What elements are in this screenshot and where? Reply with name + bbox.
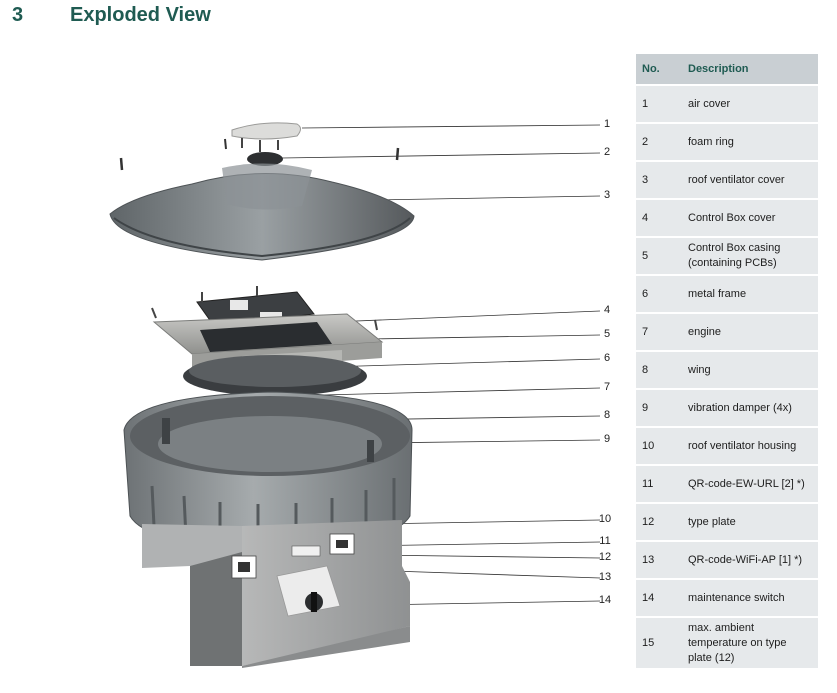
callout-label: 1 — [603, 118, 611, 130]
row-description: roof ventilator cover — [682, 162, 818, 198]
roof-ventilator-housing — [123, 391, 413, 551]
base-unit — [142, 520, 410, 668]
row-description: metal frame — [682, 276, 818, 312]
row-no: 10 — [636, 428, 682, 464]
exploded-view-drawing — [109, 122, 601, 668]
row-description: engine — [682, 314, 818, 350]
exploded-view-illustration: 1 2 3 4 5 6 7 8 9 10 11 12 13 14 — [92, 46, 630, 674]
callout-label: 8 — [603, 409, 611, 421]
row-no: 8 — [636, 352, 682, 388]
row-no: 15 — [636, 618, 682, 668]
row-description: maintenance switch — [682, 580, 818, 616]
row-description: Control Box casing (containing PCBs) — [682, 238, 818, 274]
row-description: QR-code-EW-URL [2] *) — [682, 466, 818, 502]
row-no: 3 — [636, 162, 682, 198]
row-description: foam ring — [682, 124, 818, 160]
callout-label: 7 — [603, 381, 611, 393]
row-no: 6 — [636, 276, 682, 312]
row-no: 12 — [636, 504, 682, 540]
row-no: 7 — [636, 314, 682, 350]
row-description: vibration damper (4x) — [682, 390, 818, 426]
callout-label: 14 — [598, 594, 612, 606]
section-number: 3 — [12, 4, 24, 26]
callout-label: 13 — [598, 571, 612, 583]
row-no: 5 — [636, 238, 682, 274]
row-description: air cover — [682, 86, 818, 122]
air-cover — [224, 122, 301, 152]
row-description: type plate — [682, 504, 818, 540]
row-no: 4 — [636, 200, 682, 236]
row-no: 9 — [636, 390, 682, 426]
callout-label: 3 — [603, 189, 611, 201]
callout-label: 4 — [603, 304, 611, 316]
row-description: Control Box cover — [682, 200, 818, 236]
row-description: roof ventilator housing — [682, 428, 818, 464]
callout-label: 5 — [603, 328, 611, 340]
row-no: 1 — [636, 86, 682, 122]
section-title: Exploded View — [70, 4, 211, 26]
callout-label: 6 — [603, 352, 611, 364]
table-header-row: No. Description — [636, 54, 818, 84]
row-description: QR-code-WiFi-AP [1] *) — [682, 542, 818, 578]
callout-label: 11 — [599, 535, 611, 547]
row-no: 2 — [636, 124, 682, 160]
header-description: Description — [682, 54, 818, 84]
callout-label: 10 — [598, 513, 612, 525]
callout-label: 9 — [603, 433, 611, 445]
foam-ring — [247, 152, 283, 166]
callout-label: 2 — [603, 146, 611, 158]
row-no: 13 — [636, 542, 682, 578]
callout-label: 12 — [598, 551, 612, 563]
row-no: 14 — [636, 580, 682, 616]
row-description: max. ambient temperature on type plate (… — [682, 618, 818, 668]
header-no: No. — [636, 54, 682, 84]
row-description: wing — [682, 352, 818, 388]
row-no: 11 — [636, 466, 682, 502]
roof-ventilator-cover — [109, 163, 415, 261]
